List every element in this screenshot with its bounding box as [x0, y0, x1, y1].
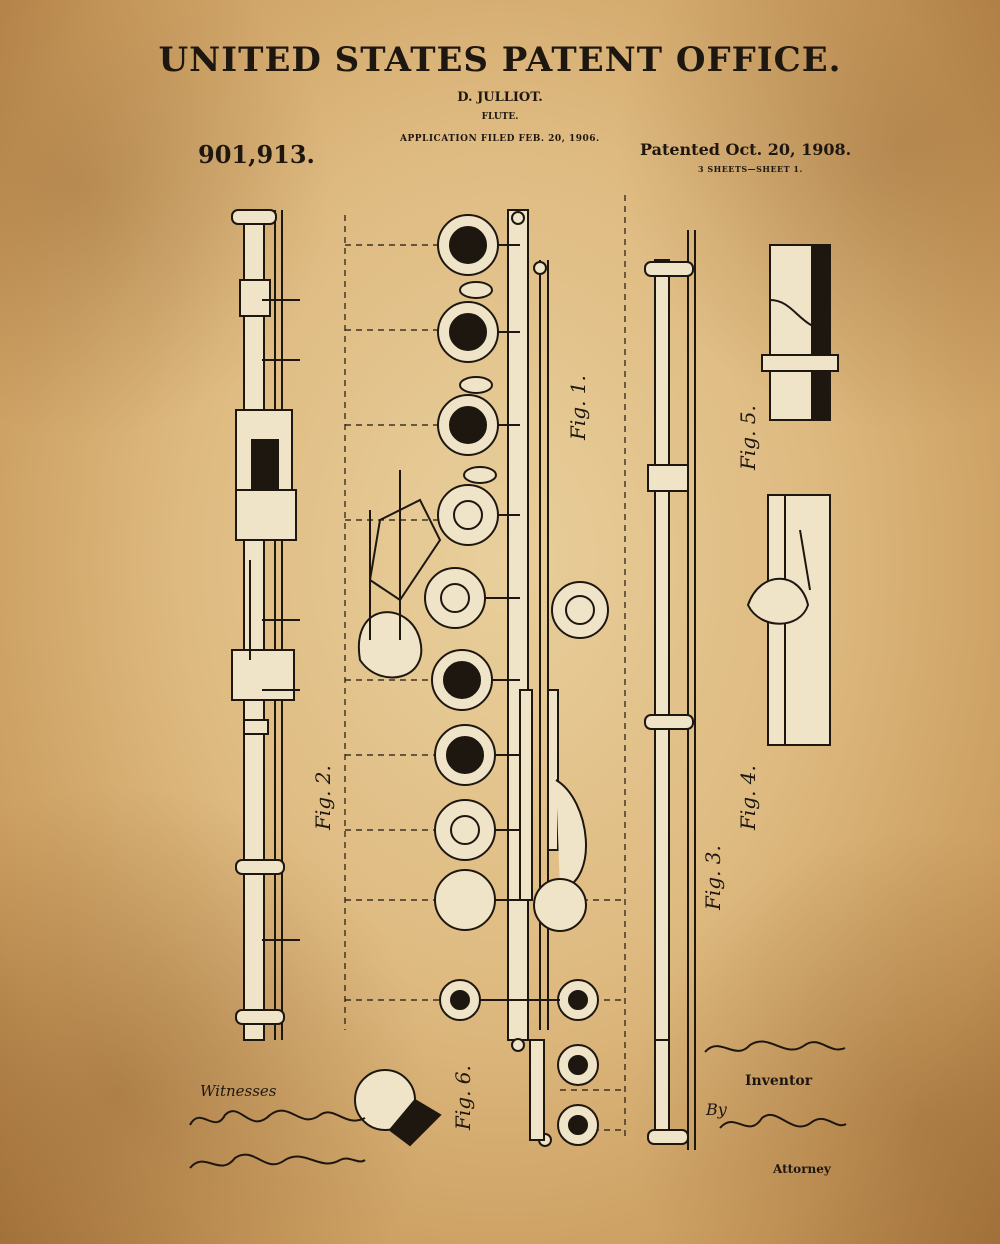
fig4-tube-section [746, 494, 831, 746]
fig1-flute-keys [357, 209, 609, 1147]
fig1-label: Fig. 1. [566, 375, 590, 441]
inventor-name: D. JULLIOT. [457, 90, 543, 105]
projection-lines [344, 195, 626, 1140]
application-filed: APPLICATION FILED FEB. 20, 1906. [400, 134, 600, 144]
patent-number: 901,913. [198, 140, 315, 169]
fig2-flute-side-view [231, 209, 300, 1041]
witnesses-label: Witnesses [200, 1082, 277, 1100]
fig6-label: Fig. 6. [451, 1065, 475, 1131]
fig5-tube-section [761, 244, 839, 421]
attorney-label: Attorney [773, 1162, 831, 1176]
fig5-label: Fig. 5. [736, 405, 760, 471]
handwritten-signatures [189, 1040, 847, 1169]
patented-date: Patented Oct. 20, 1908. [640, 140, 852, 159]
fig2-label: Fig. 2. [311, 765, 335, 831]
office-title: UNITED STATES PATENT OFFICE. [158, 40, 842, 80]
by-label: By [706, 1100, 727, 1119]
fig3-label: Fig. 3. [701, 845, 725, 911]
fig6-valve-detail [354, 1069, 442, 1147]
fig3-flute-profile [644, 230, 696, 1150]
invention-title: FLUTE. [481, 112, 519, 122]
sheet-count: 3 SHEETS—SHEET 1. [698, 164, 803, 174]
fig4-label: Fig. 4. [736, 765, 760, 831]
inventor-label: Inventor [745, 1073, 813, 1089]
